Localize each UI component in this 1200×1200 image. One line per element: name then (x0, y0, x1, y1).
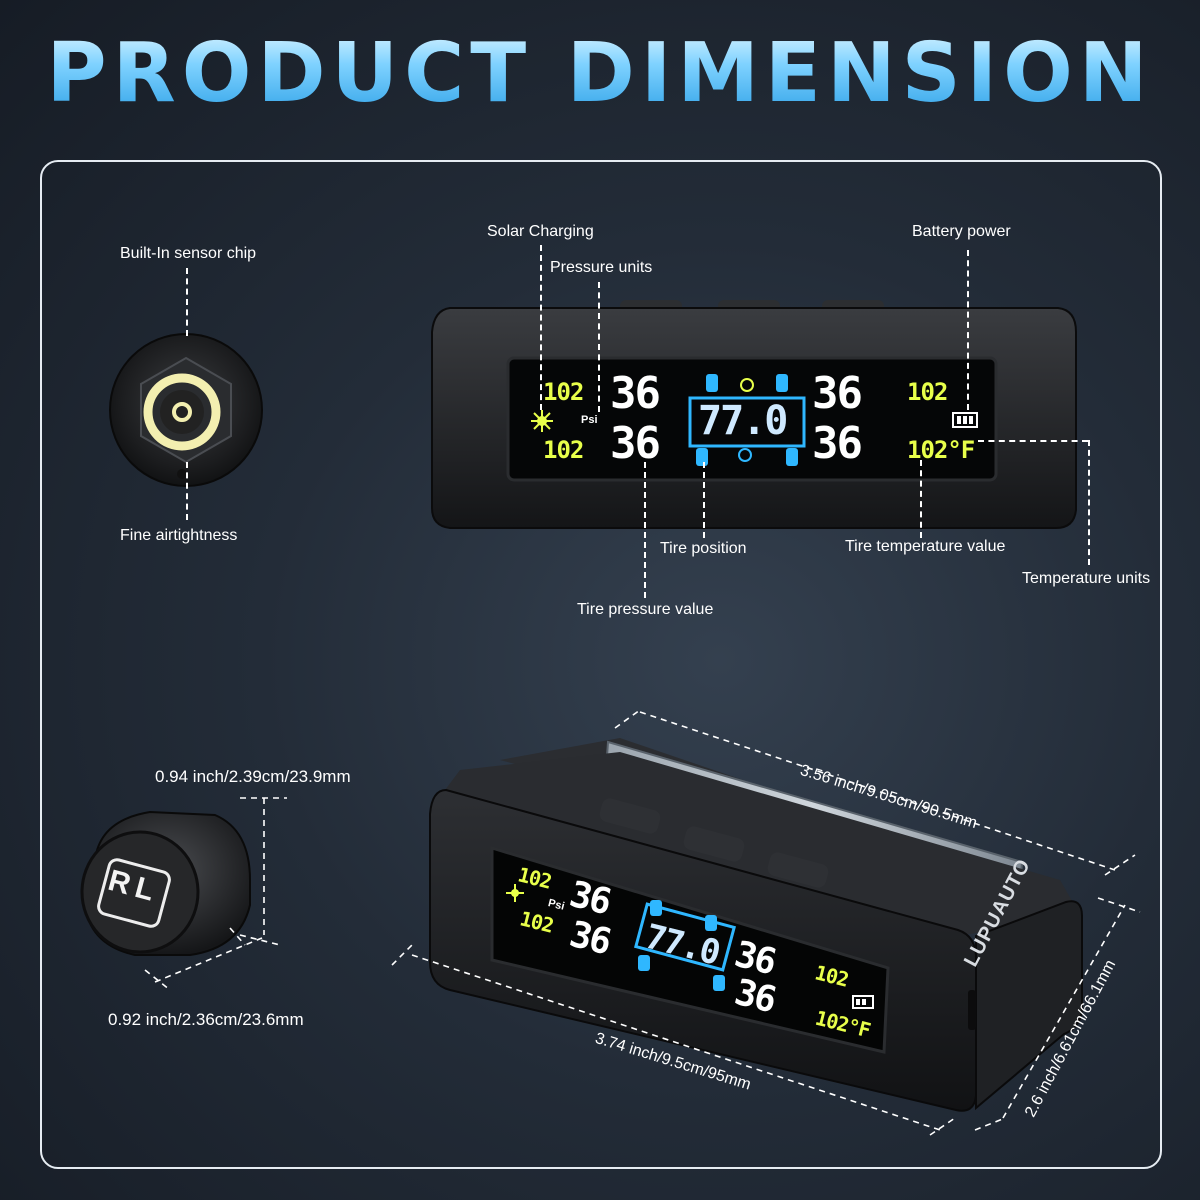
leader-sensor-chip (186, 268, 188, 336)
callout-tire-position: Tire position (660, 540, 747, 557)
leader-solar (540, 245, 542, 410)
callout-tire-temperature-value: Tire temperature value (845, 538, 1006, 555)
center-reading: 77.0 (698, 398, 788, 444)
temp-rear-left: 102 (543, 436, 584, 464)
leader-temp-units-h (978, 440, 1088, 442)
callout-tire-pressure-value: Tire pressure value (577, 601, 714, 618)
leader-tire-pressure (644, 462, 646, 598)
pressure-rear-right: 36 (812, 418, 863, 469)
leader-tire-position (703, 462, 705, 538)
sun-icon (506, 884, 524, 902)
page-title: PRODUCT DIMENSION (0, 26, 1200, 121)
dim-sensor-height: 0.94 inch/2.39cm/23.9mm (155, 767, 351, 786)
leader-airtightness (186, 462, 188, 520)
sensor-side-view (80, 810, 251, 956)
sensor-top-view (109, 333, 263, 487)
pressure-front-right: 36 (812, 368, 863, 419)
monitor-perspective-view (429, 738, 1083, 1112)
leader-temp-units-v (1088, 440, 1090, 565)
temp-rear-right: 102°F (907, 436, 975, 464)
pressure-front-left: 36 (610, 368, 661, 419)
temp-front-left: 102 (543, 378, 584, 406)
leader-tire-temp (920, 460, 922, 538)
content-frame (40, 160, 1162, 1169)
callout-pressure-units: Pressure units (550, 259, 653, 276)
battery-icon (852, 995, 874, 1009)
leader-battery (967, 250, 969, 410)
pressure-rear-left: 36 (610, 418, 661, 469)
leader-pressure-units (598, 282, 600, 412)
callout-temperature-units: Temperature units (1022, 570, 1151, 587)
monitor-front-view (431, 300, 1077, 529)
dimension-lines (144, 709, 1141, 1136)
sun-icon (531, 410, 553, 432)
battery-icon (952, 412, 978, 428)
temp-front-right: 102 (907, 378, 948, 406)
callout-built-in-sensor-chip: Built-In sensor chip (120, 245, 257, 262)
dim-sensor-width: 0.92 inch/2.36cm/23.6mm (108, 1010, 304, 1029)
callout-battery-power: Battery power (912, 223, 1011, 240)
pressure-unit: Psi (581, 414, 598, 426)
callout-fine-airtightness: Fine airtightness (120, 527, 238, 544)
callout-solar-charging: Solar Charging (487, 223, 594, 240)
